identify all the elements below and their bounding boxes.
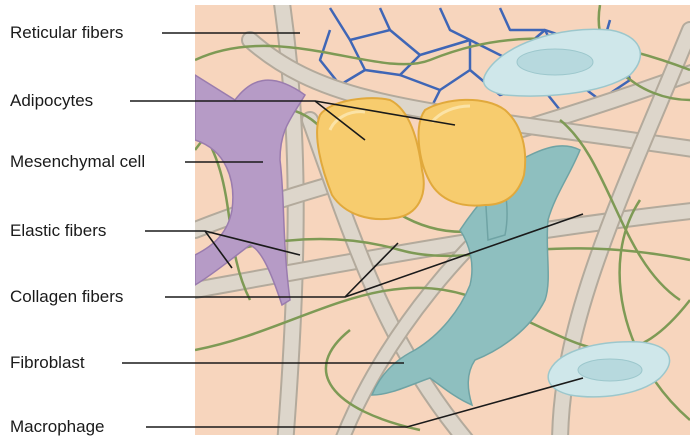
label-collagen-fibers: Collagen fibers xyxy=(10,287,123,307)
label-mesenchymal-cell: Mesenchymal cell xyxy=(10,152,145,172)
label-fibroblast: Fibroblast xyxy=(10,353,85,373)
adipocyte-right xyxy=(419,100,526,206)
label-elastic-fibers: Elastic fibers xyxy=(10,221,106,241)
label-adipocytes: Adipocytes xyxy=(10,91,93,111)
label-macrophage: Macrophage xyxy=(10,417,105,437)
label-reticular-fibers: Reticular fibers xyxy=(10,23,123,43)
